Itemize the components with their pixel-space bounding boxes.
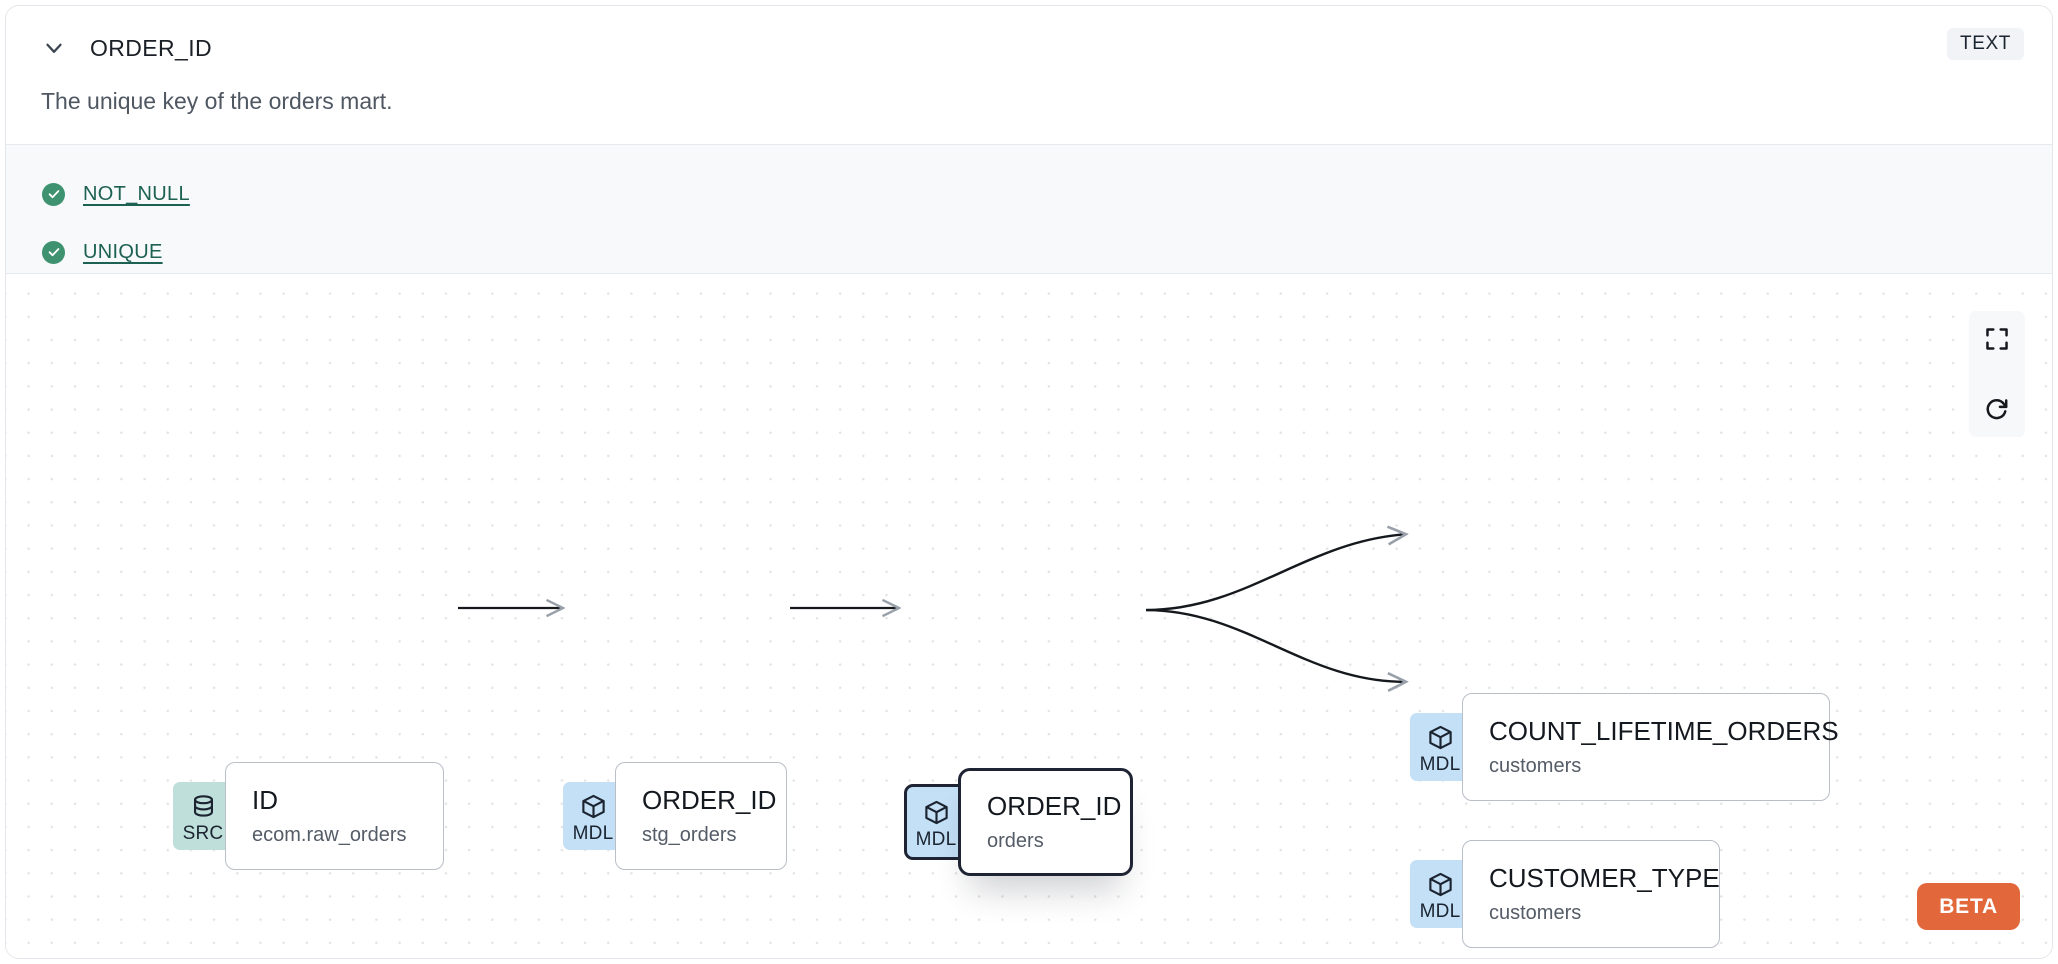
chevron-down-icon[interactable] <box>34 28 74 68</box>
node-subtitle: orders <box>987 829 1044 852</box>
lineage-node-customer-type[interactable]: MDL CUSTOMER_TYPE customers <box>1410 840 1720 948</box>
cube-icon <box>1428 872 1452 896</box>
node-subtitle: customers <box>1489 754 1582 777</box>
node-body: ORDER_ID orders <box>958 768 1133 876</box>
refresh-icon <box>1986 399 2008 420</box>
node-subtitle: stg_orders <box>642 823 737 846</box>
check-circle-icon <box>42 240 65 264</box>
fit-view-button[interactable] <box>1969 311 2025 367</box>
model-type-badge: MDL <box>904 784 968 860</box>
test-row: NOT_NULL <box>6 165 2052 223</box>
cube-icon <box>1428 725 1452 749</box>
detail-card: ORDER_ID TEXT The unique key of the orde… <box>5 5 2053 959</box>
lineage-node-orders[interactable]: MDL ORDER_ID orders <box>904 768 1133 876</box>
node-name: ID <box>252 785 278 816</box>
test-link-unique[interactable]: UNIQUE <box>83 240 163 263</box>
header-title-row: ORDER_ID <box>6 26 2052 70</box>
fit-view-icon <box>1986 328 2008 350</box>
badge-label: MDL <box>1419 753 1461 775</box>
model-type-badge: MDL <box>1410 860 1470 928</box>
badge-label: MDL <box>572 822 614 844</box>
badge-label: MDL <box>915 828 957 850</box>
model-type-badge: MDL <box>563 782 623 850</box>
node-name: COUNT_LIFETIME_ORDERS <box>1489 716 1839 747</box>
cube-icon <box>924 800 948 824</box>
model-type-badge: MDL <box>1410 713 1470 781</box>
node-subtitle: ecom.raw_orders <box>252 823 407 846</box>
lineage-canvas[interactable]: SRC ID ecom.raw_orders MDL <box>6 274 2052 958</box>
source-type-badge: SRC <box>173 782 233 850</box>
lineage-node-stg-orders[interactable]: MDL ORDER_ID stg_orders <box>563 762 787 870</box>
node-body: ID ecom.raw_orders <box>225 762 444 870</box>
cube-icon <box>581 794 605 818</box>
node-subtitle: customers <box>1489 901 1582 924</box>
card-header: ORDER_ID TEXT The unique key of the orde… <box>6 6 2052 144</box>
edge-n3-n4 <box>1145 534 1406 612</box>
beta-badge[interactable]: BETA <box>1917 883 2020 930</box>
column-description: The unique key of the orders mart. <box>41 88 393 114</box>
test-link-not-null[interactable]: NOT_NULL <box>83 182 190 205</box>
node-body: CUSTOMER_TYPE customers <box>1462 840 1720 948</box>
tests-section: NOT_NULL UNIQUE <box>6 144 2052 274</box>
check-circle-icon <box>42 182 65 206</box>
database-icon <box>193 794 213 817</box>
node-name: ORDER_ID <box>642 785 777 816</box>
node-body: ORDER_ID stg_orders <box>615 762 787 870</box>
canvas-controls <box>1969 311 2025 437</box>
data-type-badge: TEXT <box>1947 28 2024 60</box>
lineage-node-count-lifetime-orders[interactable]: MDL COUNT_LIFETIME_ORDERS customers <box>1410 693 1839 801</box>
lineage-node-id[interactable]: SRC ID ecom.raw_orders <box>173 762 444 870</box>
test-row: UNIQUE <box>6 223 2052 281</box>
node-name: CUSTOMER_TYPE <box>1489 863 1720 894</box>
node-name: ORDER_ID <box>987 791 1122 822</box>
refresh-button[interactable] <box>1969 381 2025 437</box>
edge-n3-n5 <box>1145 608 1406 682</box>
node-body: COUNT_LIFETIME_ORDERS customers <box>1462 693 1839 801</box>
badge-label: SRC <box>182 822 224 844</box>
page-title: ORDER_ID <box>90 34 213 61</box>
badge-label: MDL <box>1419 900 1461 922</box>
